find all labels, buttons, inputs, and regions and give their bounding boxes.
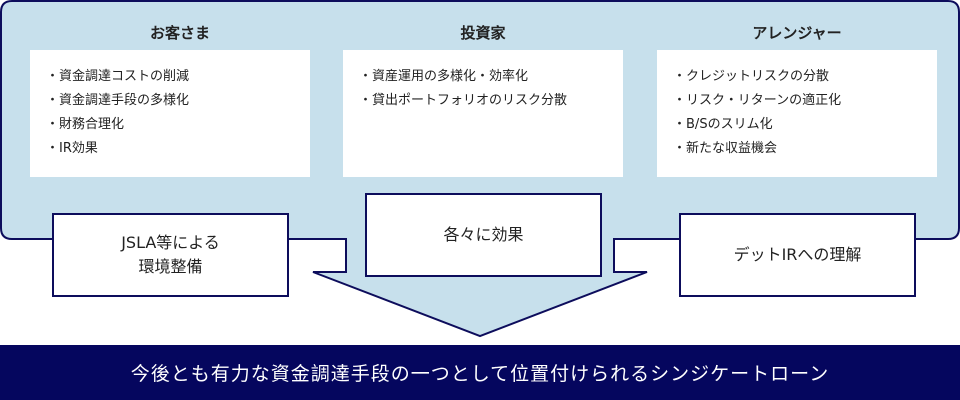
box-environment-line2: 環境整備 bbox=[138, 257, 203, 276]
benefit-list-arranger: クレジットリスクの分散 リスク・リターンの適正化 B/Sのスリム化 新たな収益機… bbox=[673, 65, 937, 161]
list-item: 新たな収益機会 bbox=[673, 137, 937, 161]
list-item: 貸出ポートフォリオのリスク分散 bbox=[359, 89, 623, 113]
column-title-customer: お客さま bbox=[149, 24, 210, 42]
benefit-list-customer: 資金調達コストの削減 資金調達手段の多様化 財務合理化 IR効果 bbox=[46, 65, 310, 161]
list-item: 資金調達コストの削減 bbox=[46, 65, 310, 89]
list-item: B/Sのスリム化 bbox=[673, 113, 937, 137]
list-item: 財務合理化 bbox=[46, 113, 310, 137]
box-mutual-effect: 各々に効果 bbox=[365, 193, 602, 277]
region-outline bbox=[0, 0, 960, 240]
panel-investor: 資産運用の多様化・効率化 貸出ポートフォリオのリスク分散 bbox=[343, 50, 623, 177]
box-debt-ir-text: デットIRへの理解 bbox=[733, 245, 862, 264]
list-item: 資金調達手段の多様化 bbox=[46, 89, 310, 113]
box-debt-ir: デットIRへの理解 bbox=[679, 213, 916, 297]
box-environment: JSLA等による 環境整備 bbox=[52, 213, 289, 297]
list-item: リスク・リターンの適正化 bbox=[673, 89, 937, 113]
benefit-list-investor: 資産運用の多様化・効率化 貸出ポートフォリオのリスク分散 bbox=[359, 65, 623, 113]
list-item: クレジットリスクの分散 bbox=[673, 65, 937, 89]
panel-arranger: クレジットリスクの分散 リスク・リターンの適正化 B/Sのスリム化 新たな収益機… bbox=[657, 50, 937, 177]
list-item: IR効果 bbox=[46, 137, 310, 161]
list-item: 資産運用の多様化・効率化 bbox=[359, 65, 623, 89]
panel-customer: 資金調達コストの削減 資金調達手段の多様化 財務合理化 IR効果 bbox=[30, 50, 310, 177]
column-title-investor: 投資家 bbox=[460, 24, 506, 42]
arrow-outline bbox=[288, 238, 680, 338]
column-title-arranger: アレンジャー bbox=[752, 24, 842, 42]
box-mutual-effect-text: 各々に効果 bbox=[443, 225, 524, 244]
box-environment-line1: JSLA等による bbox=[121, 233, 220, 252]
conclusion-text: 今後とも有力な資金調達手段の一つとして位置付けられるシンジケートローン bbox=[130, 363, 830, 385]
conclusion-banner: 今後とも有力な資金調達手段の一つとして位置付けられるシンジケートローン bbox=[0, 345, 960, 400]
